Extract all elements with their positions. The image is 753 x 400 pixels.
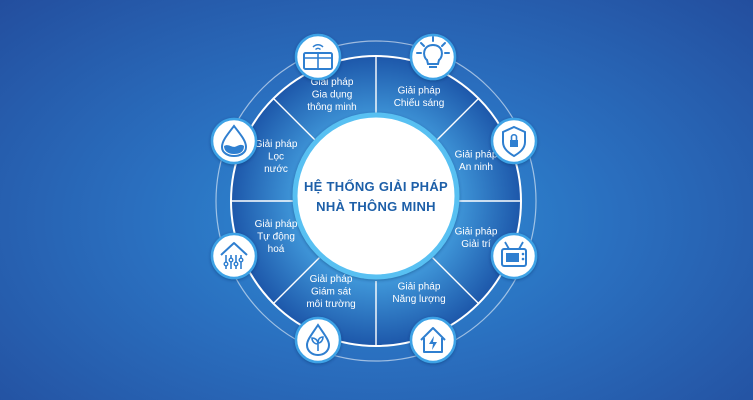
segment-icons xyxy=(210,33,538,364)
segment-label-line: Gia dụng xyxy=(312,90,353,101)
automation-house-icon xyxy=(210,232,258,280)
segment-label-line: môi trường xyxy=(306,299,355,310)
segment-label-line: thông minh xyxy=(307,102,356,113)
icon-badge xyxy=(210,232,258,280)
smart-appliance-icon xyxy=(294,33,342,81)
segment-label-line: Giải pháp xyxy=(255,219,298,230)
segment-divider xyxy=(432,257,480,305)
leaf-drop-icon xyxy=(294,316,342,364)
segment-label-line: Giải trí xyxy=(461,239,491,250)
icon-badge xyxy=(409,33,457,81)
center-circle xyxy=(292,112,460,280)
shield-lock-icon xyxy=(490,117,538,165)
lightbulb-icon xyxy=(409,33,457,81)
segment-label-line: Chiếu sáng xyxy=(394,97,445,109)
segment-label-line: hoá xyxy=(268,244,285,255)
segment-label-line: Năng lượng xyxy=(392,294,445,305)
water-drop-icon xyxy=(210,117,258,165)
segment-label-line: Tự động xyxy=(257,232,295,243)
segment-label-line: Giải pháp xyxy=(455,149,498,160)
outer-ring xyxy=(215,40,537,362)
segment-label-line: Giải pháp xyxy=(310,274,353,285)
segment-dividers xyxy=(231,56,521,346)
segment-divider xyxy=(432,97,480,145)
segment-label: Giải pháp An ninh xyxy=(455,149,498,173)
center-title-line1: HỆ THỐNG GIẢI PHÁP xyxy=(304,179,448,194)
tv-icon xyxy=(490,232,538,280)
segment-divider xyxy=(272,97,320,145)
house-energy-icon xyxy=(409,316,457,364)
segment-label-line: Giải pháp xyxy=(398,281,441,292)
center-title-line2: NHÀ THÔNG MINH xyxy=(316,199,436,214)
segment-divider xyxy=(272,257,320,305)
segment-label-line: nước xyxy=(264,164,288,175)
segment-label-line: An ninh xyxy=(459,162,493,173)
segment-label-line: Giải pháp xyxy=(455,226,498,237)
segment-label-line: Lọc xyxy=(268,152,284,163)
segment-label-line: Giải pháp xyxy=(255,139,298,150)
segment-label-line: Giám sát xyxy=(311,287,351,298)
segment-label-line: Giải pháp xyxy=(311,77,354,88)
segment-label-line: Giải pháp xyxy=(398,85,441,96)
